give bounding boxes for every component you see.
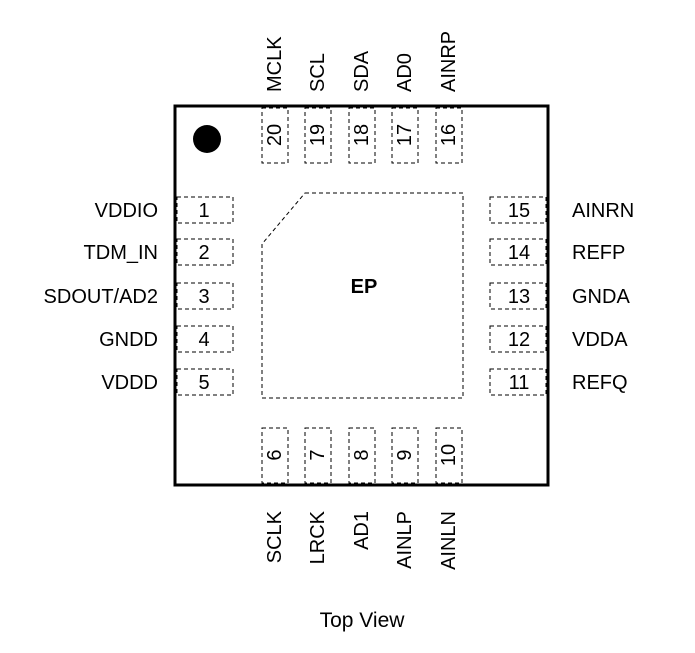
- pin-7-pad: [304, 427, 332, 484]
- pin-13-pad: [489, 282, 547, 310]
- pin-4-label-gndd: GNDD: [99, 329, 158, 351]
- pin-13-label-gnda: GNDA: [572, 286, 630, 308]
- pin-3-pad: [176, 282, 234, 310]
- pin-17-pad: [391, 107, 419, 164]
- pin-1-label-vddio: VDDIO: [95, 200, 158, 222]
- pin-18-number: 18: [351, 124, 373, 146]
- pin-17-number: 17: [394, 124, 416, 146]
- pin-11-pad: [489, 368, 547, 396]
- pin-16-pad: [435, 107, 463, 164]
- pin-19-label-scl: SCL: [307, 53, 329, 92]
- package-body: [173, 104, 550, 487]
- pin-5-pad: [176, 368, 234, 396]
- pin-14-pad: [489, 238, 547, 266]
- view-caption: Top View: [320, 609, 406, 632]
- pin-11-number: 11: [509, 372, 530, 394]
- pin-9-pad: [391, 427, 419, 484]
- pin-8-label-ad1: AD1: [351, 511, 373, 550]
- pin-12-pad: [489, 325, 547, 353]
- pin-3-number: 3: [198, 286, 209, 308]
- exposed-pad: [261, 192, 464, 399]
- pin-8-number: 8: [351, 449, 373, 460]
- pin-16-number: 16: [438, 124, 460, 146]
- pin-13-number: 13: [508, 286, 530, 308]
- pin-10-pad: [435, 427, 463, 484]
- pin-3-label-sdout-ad2: SDOUT/AD2: [44, 286, 158, 308]
- pin-8-pad: [348, 427, 376, 484]
- pin-19-number: 19: [307, 124, 329, 146]
- pin-10-number: 10: [438, 444, 460, 466]
- pin-12-number: 12: [508, 329, 530, 351]
- pin-16-label-ainrp: AINRP: [438, 31, 460, 92]
- pin-6-number: 6: [264, 449, 286, 460]
- pin-9-number: 9: [394, 449, 416, 460]
- pin-10-label-ainln: AINLN: [438, 511, 460, 570]
- pin-20-number: 20: [264, 124, 286, 146]
- pin-4-pad: [176, 325, 234, 353]
- pin-7-number: 7: [307, 449, 329, 460]
- pin-17-label-ad0: AD0: [394, 53, 416, 92]
- pin-2-pad: [176, 238, 234, 266]
- pin-18-label-sda: SDA: [351, 50, 373, 92]
- pin-5-number: 5: [198, 372, 209, 394]
- pin1-marker-dot: [193, 125, 221, 153]
- pin-20-pad: [261, 107, 289, 164]
- pin-2-number: 2: [198, 242, 209, 264]
- pin-15-pad: [489, 196, 547, 224]
- pin-7-label-lrck: LRCK: [307, 510, 329, 564]
- pin-20-label-mclk: MCLK: [264, 36, 286, 92]
- pin-12-label-vdda: VDDA: [572, 329, 628, 351]
- pin-1-number: 1: [198, 200, 209, 222]
- pin-2-label-tdm-in: TDM_IN: [84, 242, 158, 264]
- pin-9-label-ainlp: AINLP: [394, 511, 416, 569]
- pin-6-pad: [261, 427, 289, 484]
- pin-18-pad: [348, 107, 376, 164]
- pin-14-label-refp: REFP: [572, 242, 625, 264]
- pin-6-label-sclk: SCLK: [264, 510, 286, 563]
- pin-15-label-ainrn: AINRN: [572, 200, 634, 222]
- pin-4-number: 4: [198, 329, 209, 351]
- exposed-pad-label: EP: [351, 276, 378, 298]
- pin-5-label-vddd: VDDD: [101, 372, 158, 394]
- pin-15-number: 15: [508, 200, 530, 222]
- pin-19-pad: [304, 107, 332, 164]
- pin-11-label-refq: REFQ: [572, 372, 628, 394]
- pin-14-number: 14: [508, 242, 530, 264]
- pin-1-pad: [176, 196, 234, 224]
